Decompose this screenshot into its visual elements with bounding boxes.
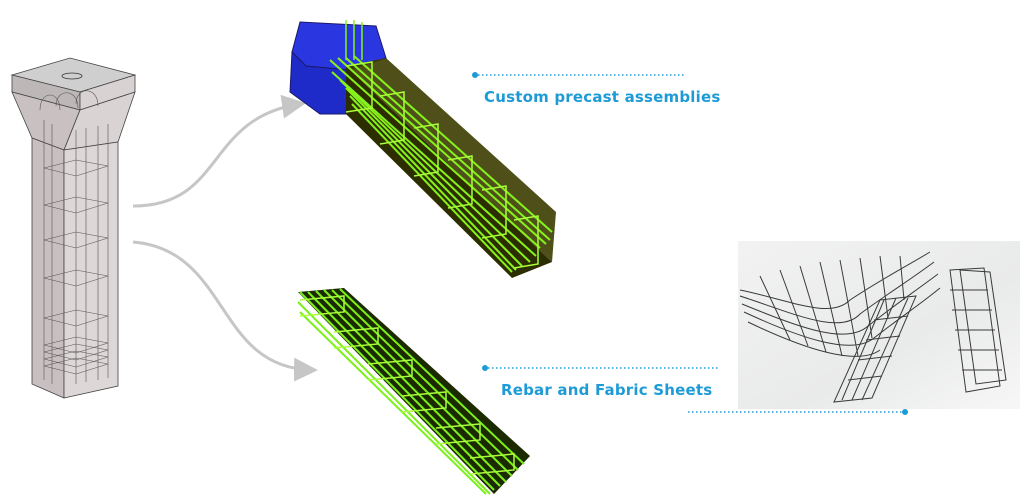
label-rebar-fabric: Rebar and Fabric Sheets xyxy=(501,381,713,399)
fabric-sheets-photo xyxy=(738,241,1020,409)
precast-assembly-icon xyxy=(289,20,556,278)
arrow-to-precast xyxy=(132,94,306,208)
leader-bottom-1 xyxy=(482,365,720,371)
rebar-cage-icon xyxy=(297,288,530,495)
label-custom-precast: Custom precast assemblies xyxy=(484,88,721,106)
leader-bottom-2 xyxy=(688,409,908,415)
arrow-to-rebar xyxy=(132,240,318,382)
column-model-icon xyxy=(10,57,137,399)
leader-top xyxy=(472,72,686,78)
